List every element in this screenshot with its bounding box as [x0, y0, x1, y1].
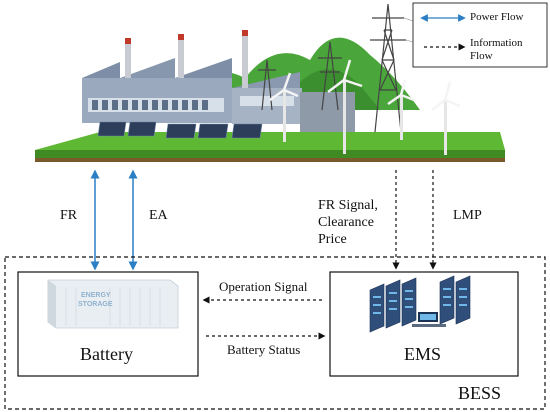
energy-storage-container-icon — [47, 279, 179, 329]
energy-storage-text-line1: ENERGY — [81, 292, 111, 299]
legend-information-flow-label-line2: Flow — [470, 50, 493, 62]
lmp-label: LMP — [453, 208, 482, 223]
solar-panels — [97, 121, 263, 139]
energy-storage-text-line2: STORAGE — [78, 301, 113, 308]
wind-turbine-icon — [269, 59, 461, 155]
bess-label: BESS — [458, 383, 502, 403]
transmission-tower-icon — [258, 3, 471, 133]
legend — [412, 2, 548, 68]
fr-label: FR — [60, 208, 78, 223]
battery-status-label: Battery Status — [227, 342, 301, 357]
server-rack-icon — [369, 275, 471, 333]
fr-signal-label-line2: Clearance — [318, 215, 374, 230]
bess-boundary — [4, 256, 546, 410]
ea-label: EA — [149, 208, 168, 223]
legend-information-flow-label-line1: Information — [470, 37, 523, 49]
battery-title: Battery — [80, 344, 133, 364]
operation-signal-label: Operation Signal — [219, 279, 308, 294]
fr-signal-label-line3: Price — [318, 232, 347, 247]
legend-box — [412, 2, 548, 68]
ems-title: EMS — [404, 344, 442, 364]
factory — [82, 30, 302, 124]
grid-scene-illustration — [35, 3, 505, 162]
legend-power-flow-label: Power Flow — [470, 11, 524, 23]
fr-signal-label-line1: FR Signal, — [318, 198, 378, 213]
